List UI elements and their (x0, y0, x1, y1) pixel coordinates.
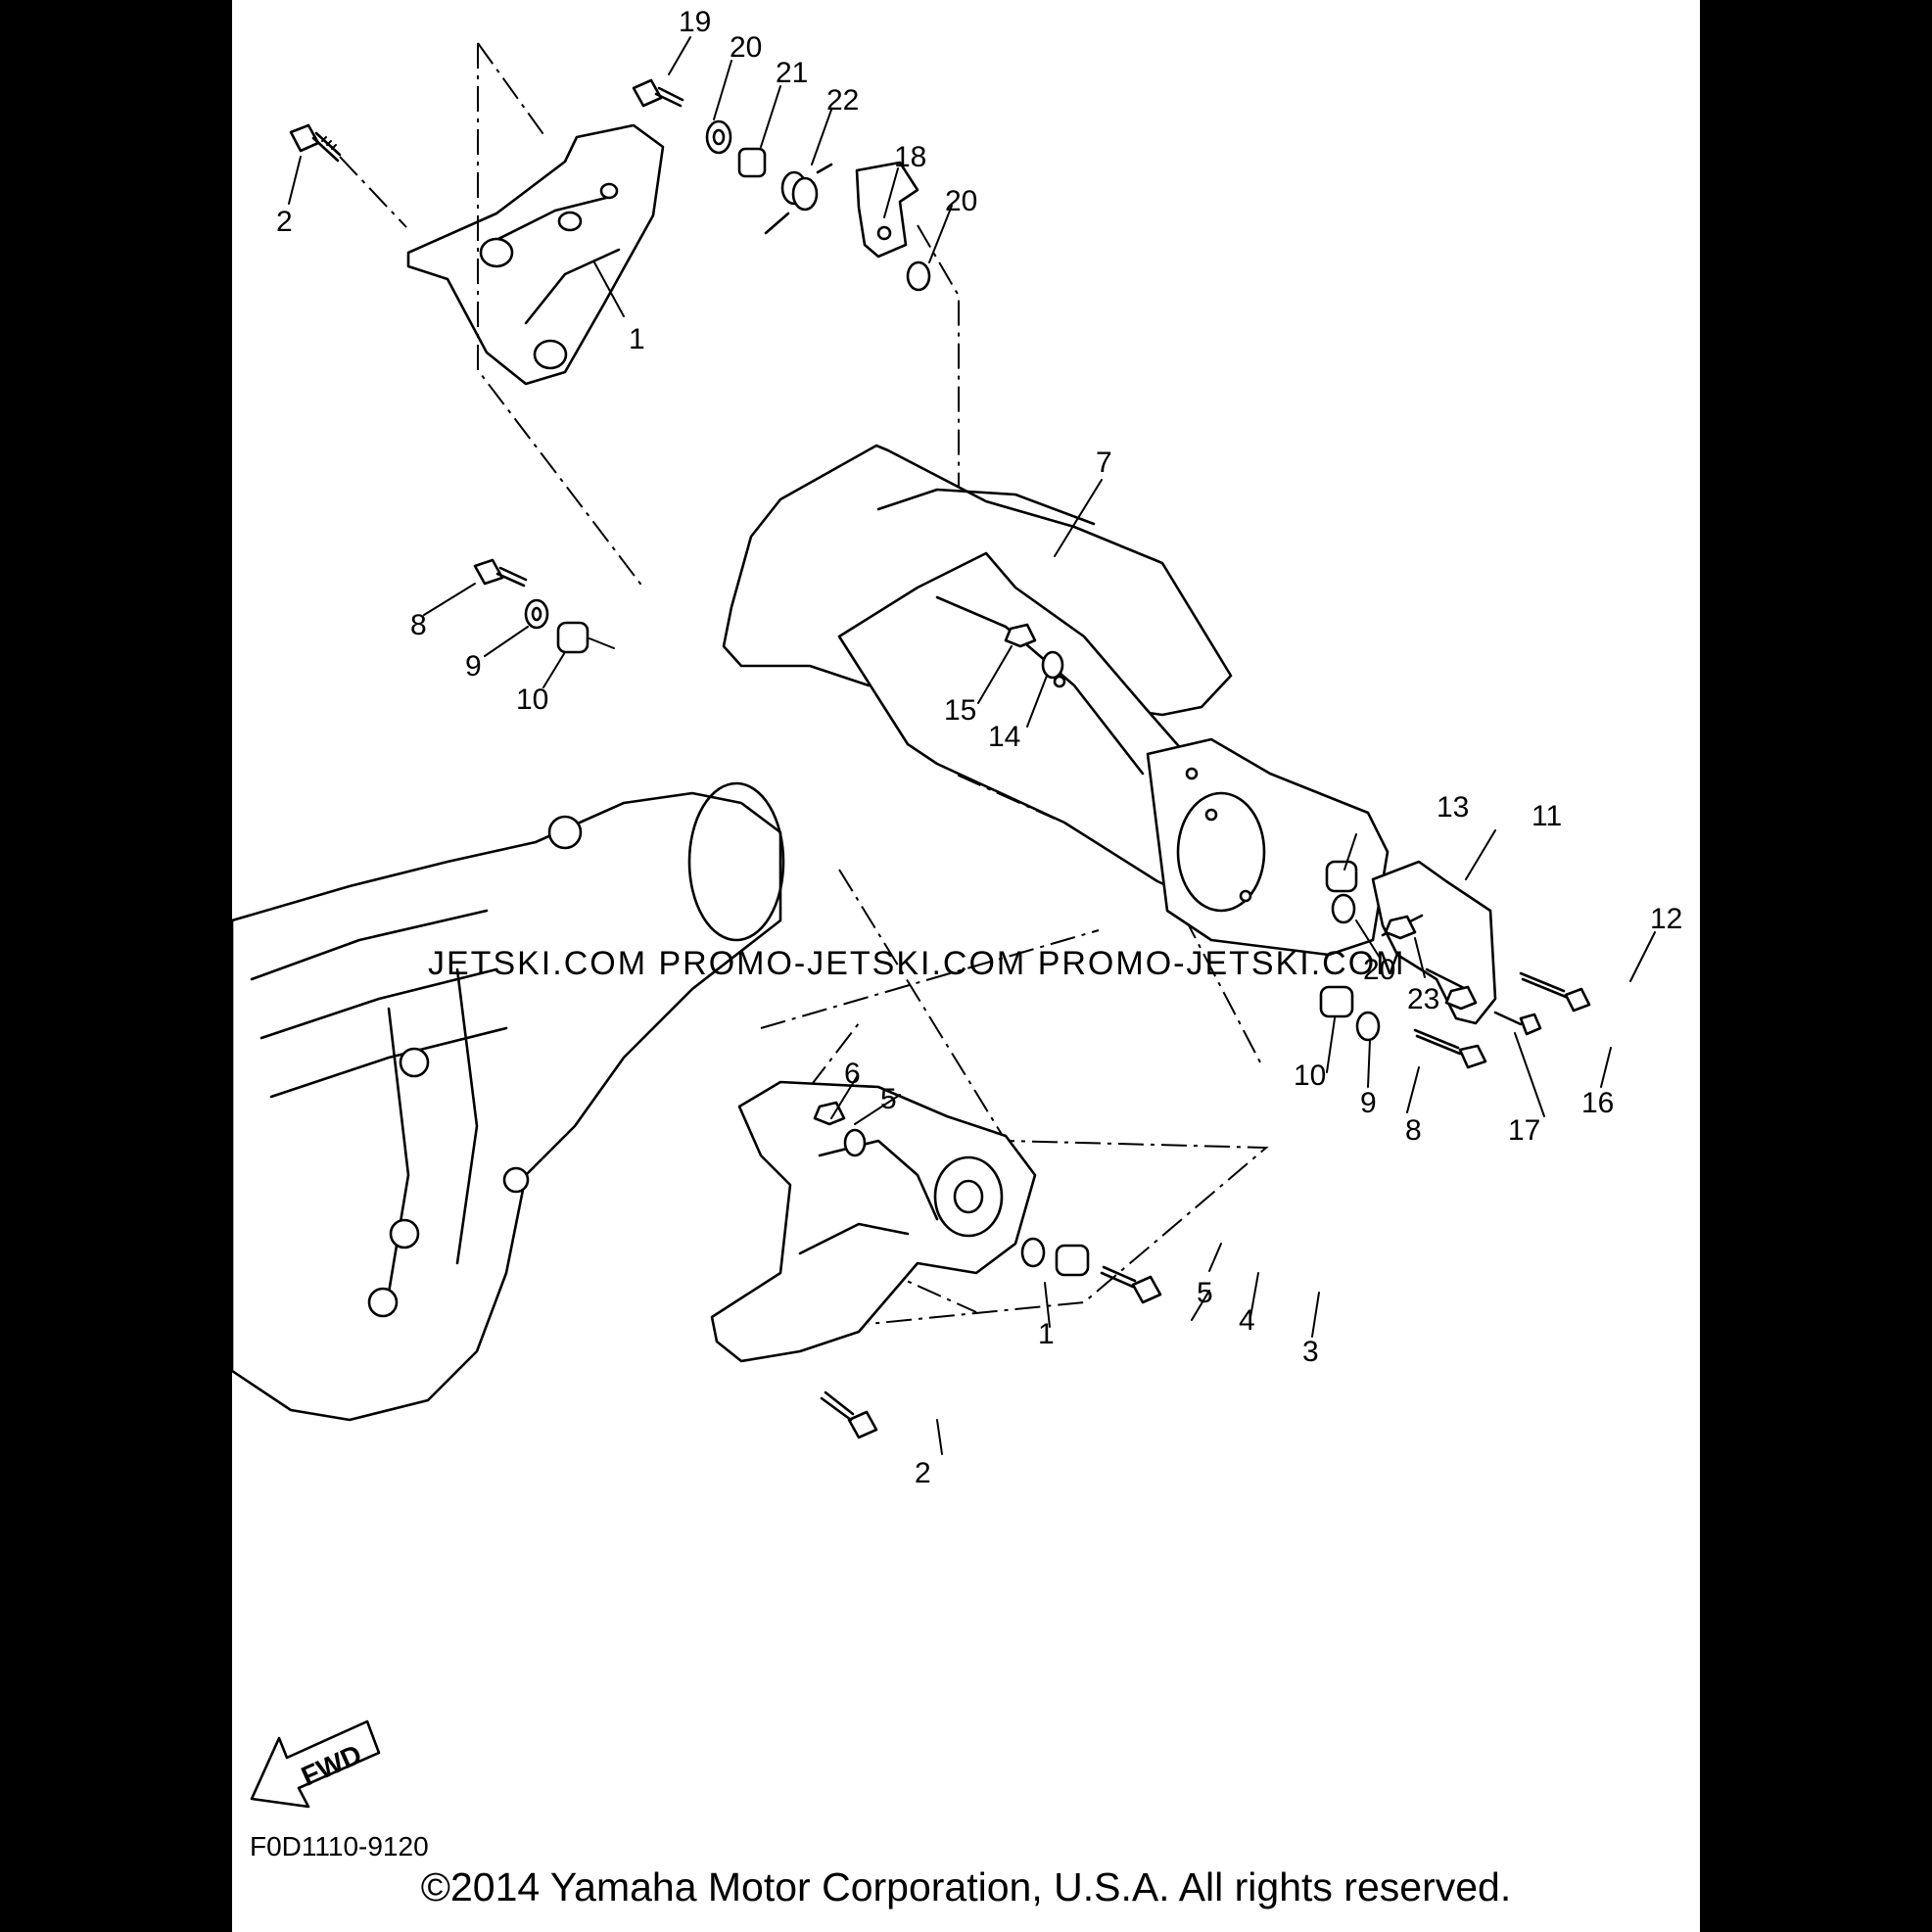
exploded-parts-diagram: FWD JETSKI.COM PROMO-JETSKI.COM PROMO-JE… (232, 6, 1682, 1809)
callout-21: 21 (776, 57, 808, 89)
callout-7: 7 (1096, 447, 1112, 479)
parts-diagram-sheet: FWD JETSKI.COM PROMO-JETSKI.COM PROMO-JE… (232, 0, 1700, 1932)
forward-arrow-icon: FWD (250, 1720, 381, 1809)
center-nut-washer (1004, 623, 1064, 680)
callout-22: 22 (826, 84, 859, 117)
watermark-text: JETSKI.COM PROMO-JETSKI.COM PROMO-JETSKI… (428, 945, 1405, 982)
callout-10: 10 (516, 683, 548, 716)
callout-3: 3 (1302, 1336, 1319, 1368)
callout-1: 1 (1038, 1318, 1055, 1350)
callout-2: 2 (915, 1457, 931, 1489)
callout-20: 20 (1363, 954, 1395, 986)
callout-20: 20 (730, 31, 762, 64)
upper-bolt (289, 123, 342, 163)
right-hardware-cluster (1319, 860, 1591, 1069)
upper-hardware-cluster (632, 78, 931, 292)
ride-plate-housing (722, 444, 1390, 957)
callout-12: 12 (1650, 903, 1682, 935)
upper-mount-bracket (406, 123, 665, 386)
callout-9: 9 (465, 650, 482, 683)
callout-13: 13 (1437, 791, 1469, 824)
copyright-notice: ©2014 Yamaha Motor Corporation, U.S.A. A… (420, 1864, 1512, 1909)
callout-8: 8 (410, 609, 427, 641)
leader-lines (288, 36, 1656, 1455)
callout-20: 20 (945, 185, 977, 217)
callout-17: 17 (1508, 1114, 1540, 1147)
callout-1: 1 (629, 323, 645, 355)
lower-mount-bracket (710, 1080, 1162, 1439)
callout-11: 11 (1531, 800, 1562, 832)
callout-16: 16 (1581, 1087, 1614, 1119)
callout-9: 9 (1360, 1087, 1377, 1119)
callout-23: 23 (1407, 983, 1439, 1015)
callout-15: 15 (944, 694, 976, 727)
callout-2: 2 (276, 206, 293, 238)
callout-6: 6 (844, 1058, 861, 1090)
callout-10: 10 (1294, 1060, 1326, 1092)
callout-8: 8 (1405, 1114, 1422, 1147)
left-hardware-cluster (473, 558, 615, 654)
figure-code: F0D1110-9120 (250, 1831, 429, 1861)
callout-4: 4 (1239, 1304, 1255, 1337)
callout-numbers: 19 20 21 22 18 20 2 1 7 8 9 10 15 14 13 … (276, 6, 1682, 1489)
jet-pump-body (232, 781, 785, 1422)
callout-19: 19 (679, 6, 711, 38)
callout-18: 18 (894, 141, 926, 173)
callout-5: 5 (880, 1083, 897, 1115)
callout-5: 5 (1197, 1277, 1213, 1309)
callout-14: 14 (988, 721, 1020, 753)
